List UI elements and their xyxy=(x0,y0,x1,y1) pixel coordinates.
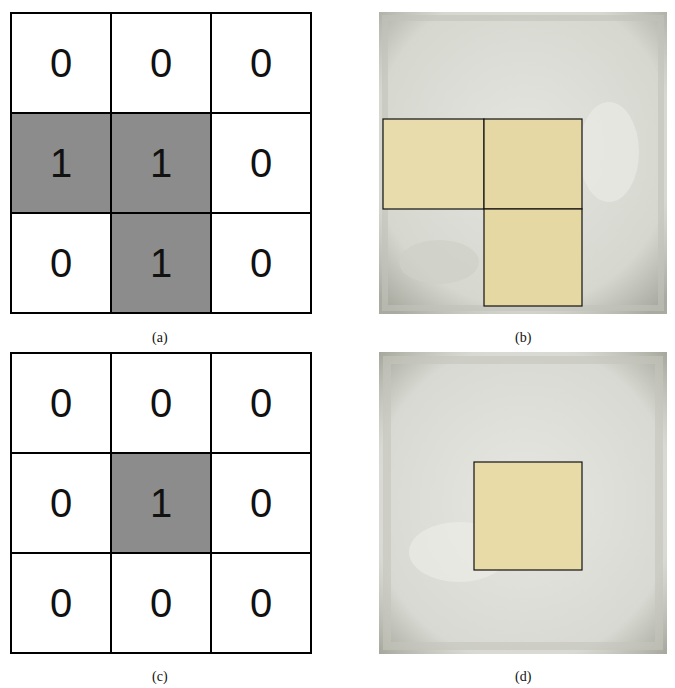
grid-cell: 1 xyxy=(10,112,112,214)
cell-value: 0 xyxy=(250,243,272,283)
grid-cell: 0 xyxy=(10,12,112,114)
cell-value: 0 xyxy=(50,43,72,83)
cell-value: 0 xyxy=(250,383,272,423)
grid-cell: 1 xyxy=(110,112,212,214)
cell-value: 1 xyxy=(50,143,72,183)
cell-value: 0 xyxy=(50,383,72,423)
cell-value: 0 xyxy=(50,483,72,523)
cell-value: 0 xyxy=(150,583,172,623)
grid-cell: 0 xyxy=(110,552,212,654)
cell-value: 0 xyxy=(150,43,172,83)
grid-cell: 0 xyxy=(10,352,112,454)
grid-cell: 0 xyxy=(10,552,112,654)
sample-photo xyxy=(379,352,667,654)
panel-caption: (d) xyxy=(515,670,531,684)
cell-value: 1 xyxy=(150,483,172,523)
cell-value: 0 xyxy=(250,143,272,183)
cell-value: 1 xyxy=(150,243,172,283)
grid-cell: 0 xyxy=(210,12,312,114)
cell-value: 0 xyxy=(50,243,72,283)
grid-cell: 1 xyxy=(110,452,212,554)
cell-value: 0 xyxy=(250,583,272,623)
grid-cell: 0 xyxy=(110,12,212,114)
grid-cell: 0 xyxy=(210,352,312,454)
grid-cell: 0 xyxy=(10,212,112,314)
cell-value: 0 xyxy=(250,483,272,523)
cell-value: 1 xyxy=(150,143,172,183)
cell-value: 0 xyxy=(150,383,172,423)
sample-photo xyxy=(379,12,667,314)
panel-caption: (a) xyxy=(152,331,168,345)
grid-cell: 1 xyxy=(110,212,212,314)
grid-cell: 0 xyxy=(210,552,312,654)
grid-cell: 0 xyxy=(210,112,312,214)
grid-cell: 0 xyxy=(210,452,312,554)
cell-value: 0 xyxy=(250,43,272,83)
grid-cell: 0 xyxy=(210,212,312,314)
grid-cell: 0 xyxy=(110,352,212,454)
cell-value: 0 xyxy=(50,583,72,623)
panel-caption: (b) xyxy=(515,331,531,345)
panel-caption: (c) xyxy=(152,670,168,684)
grid-cell: 0 xyxy=(10,452,112,554)
